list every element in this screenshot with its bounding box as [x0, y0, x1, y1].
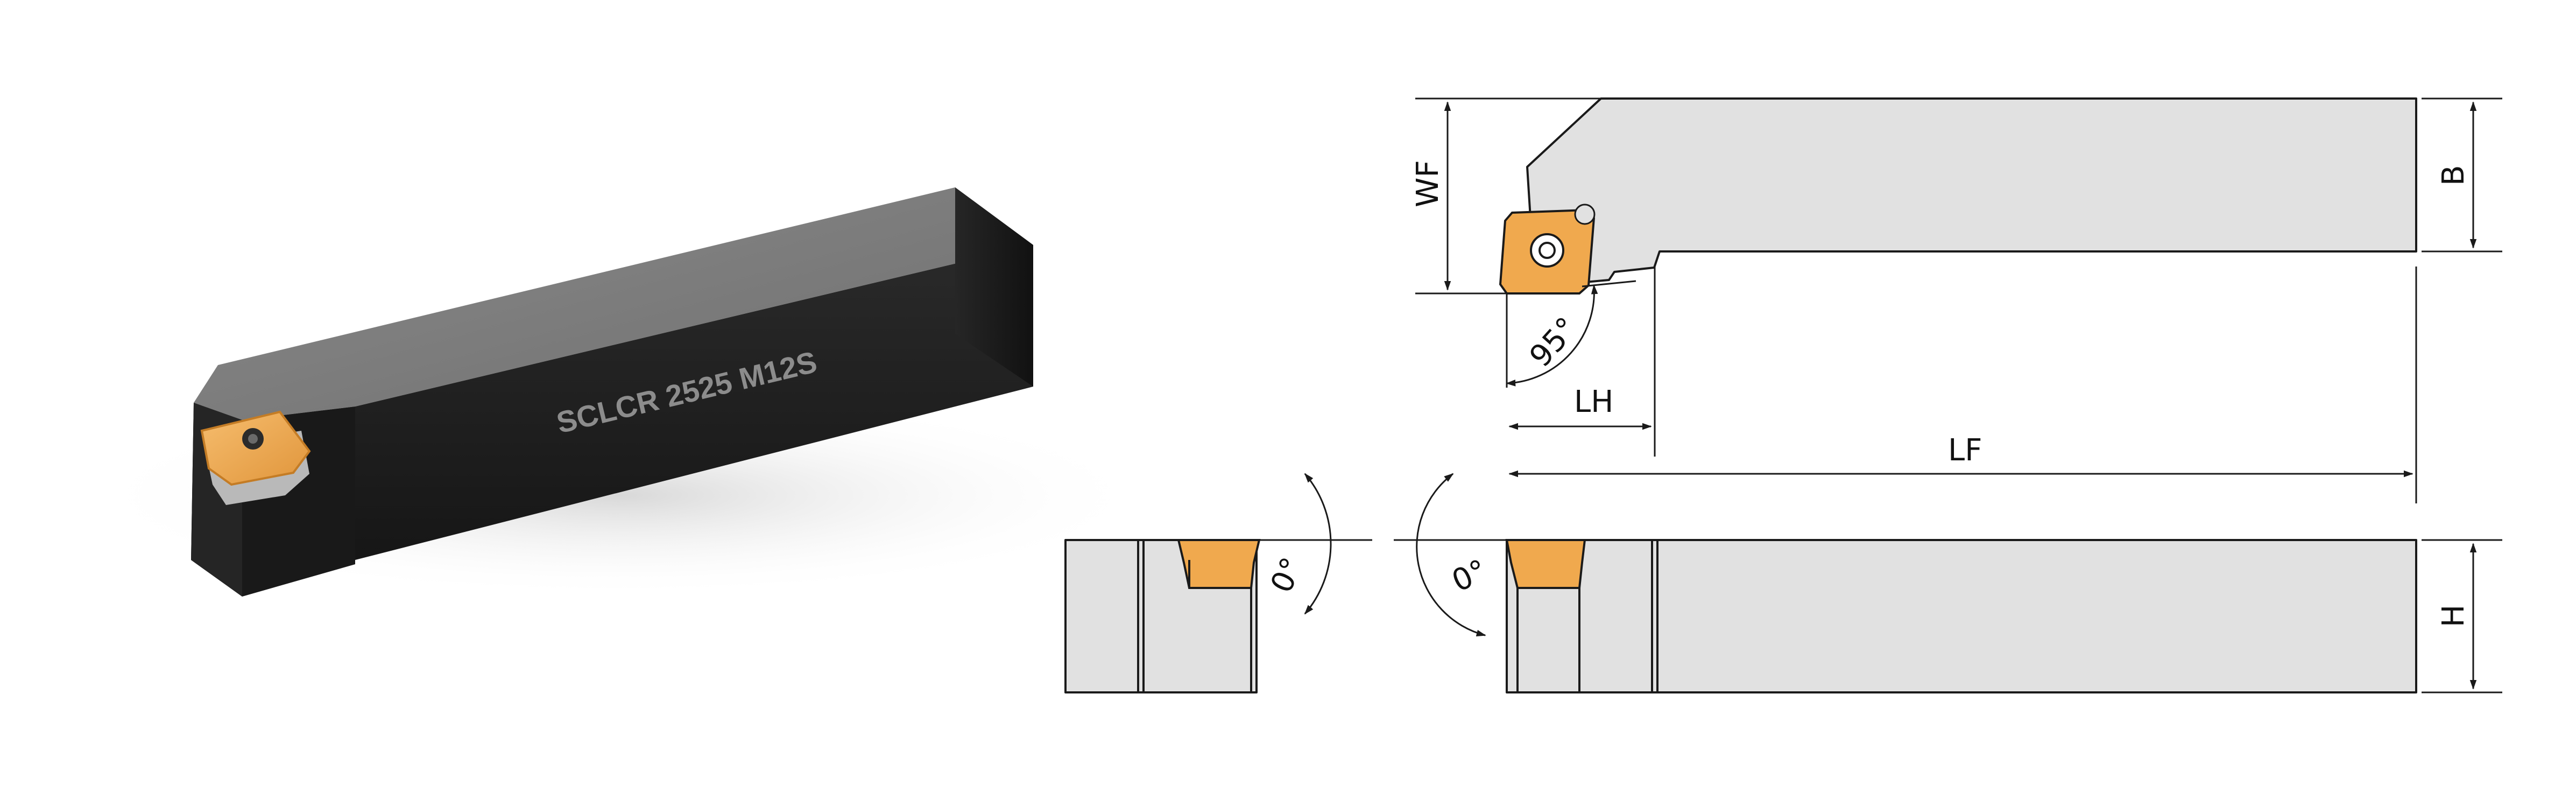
top-view-insert [1499, 204, 1596, 295]
dim-clearance-right-label: 0° [1446, 553, 1492, 599]
dim-lh-label: LH [1574, 384, 1613, 419]
top-view: WF B 95° LH LF [1410, 97, 2502, 503]
holder-3d-render: SCLCR 2525 M12S [81, 187, 1157, 598]
dim-lf-label: LF [1948, 433, 1982, 468]
side-view: 0° 0° H [1064, 473, 2502, 693]
insert-screw-head [248, 434, 258, 444]
dim-b-label: B [2436, 165, 2471, 186]
side-view-body [1506, 539, 2417, 693]
dim-clearance-left-label: 0° [1264, 552, 1310, 598]
dim-lead-angle-label: 95° [1523, 311, 1585, 374]
holder-front-face [355, 245, 1033, 560]
torx-screw-icon [1530, 233, 1564, 268]
holder-end-face [955, 187, 1033, 387]
side-view-insert [1505, 539, 1586, 589]
top-view-body [1526, 97, 2417, 286]
dim-wf-label: WF [1410, 160, 1445, 207]
holder-top-face [194, 187, 1033, 420]
dim-h-label: H [2436, 605, 2471, 627]
